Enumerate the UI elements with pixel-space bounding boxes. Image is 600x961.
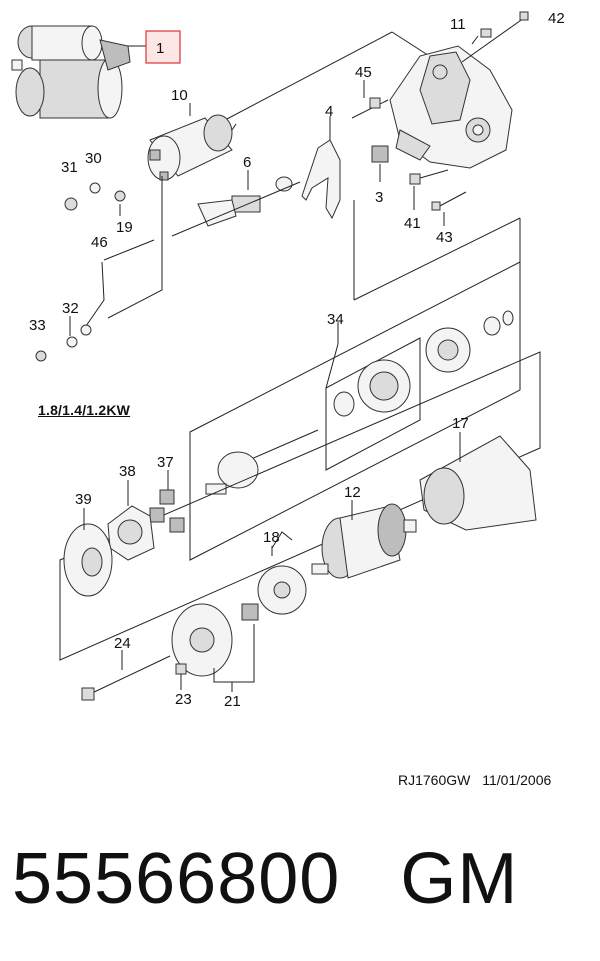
plunger-6 <box>171 176 301 237</box>
callout-42: 42 <box>548 10 565 27</box>
callout-6: 6 <box>243 154 251 171</box>
planetary-box <box>59 351 541 661</box>
callout-10: 10 <box>171 87 188 104</box>
callout-37: 37 <box>157 454 174 471</box>
callout-31: 31 <box>61 159 78 176</box>
planet-gears-37 <box>149 489 185 533</box>
part-number-caption: 55566800 GM <box>12 838 518 920</box>
yoke-17 <box>419 435 537 531</box>
callout-19: 19 <box>116 219 133 236</box>
commutator-end-frame-21 <box>171 603 259 683</box>
bolts-41-43 <box>409 169 467 211</box>
solenoid-10 <box>147 114 237 181</box>
callout-41: 41 <box>404 215 421 232</box>
nut-washer-group <box>64 182 126 211</box>
screw-23 <box>175 663 187 686</box>
armature-12 <box>311 503 417 579</box>
callout-box-1: 1 <box>128 30 181 64</box>
brush-holder-18 <box>257 531 307 615</box>
drive-end-housing <box>389 45 513 169</box>
ring-gear-38 <box>107 505 155 561</box>
callout-21: 21 <box>224 693 241 710</box>
bolt-45 <box>351 97 389 119</box>
callout-17: 17 <box>452 415 469 432</box>
callout-46: 46 <box>91 234 108 251</box>
lever-4 <box>301 139 341 220</box>
starter-thumbnail <box>11 25 131 119</box>
callout-45: 45 <box>355 64 372 81</box>
diagram-reference: RJ1760GW 11/01/2006 <box>398 772 559 788</box>
pinion-3 <box>371 145 389 163</box>
callout-33: 33 <box>29 317 46 334</box>
callout-32: 32 <box>62 300 79 317</box>
callout-23: 23 <box>175 691 192 708</box>
part-number: 55566800 <box>12 839 341 919</box>
callout-30: 30 <box>85 150 102 167</box>
callout-3: 3 <box>375 189 383 206</box>
cable-46 <box>35 176 163 362</box>
cover-plate-39 <box>63 523 113 597</box>
bolt-42 <box>461 11 529 63</box>
callout-34: 34 <box>327 311 344 328</box>
drive-assembly-box-34 <box>189 200 521 561</box>
callout-43: 43 <box>436 229 453 246</box>
screw-11 <box>471 28 492 45</box>
callout-18: 18 <box>263 529 280 546</box>
reference-date: 11/01/2006 <box>482 772 552 788</box>
power-variant-label: 1.8/1.4/1.2KW <box>38 402 131 418</box>
callout-4: 4 <box>325 103 333 120</box>
through-bolt-24 <box>81 655 171 701</box>
reference-code: RJ1760GW <box>398 772 471 788</box>
callout-11: 11 <box>450 16 466 33</box>
callout-39: 39 <box>75 491 92 508</box>
leader-lines <box>69 80 461 692</box>
callout-38: 38 <box>119 463 136 480</box>
brand-name: GM <box>400 839 519 919</box>
callout-box-label: 1 <box>156 40 164 57</box>
callout-12: 12 <box>344 484 361 501</box>
callout-numbers: 11 42 45 10 4 31 30 6 3 19 41 43 46 33 3… <box>29 10 565 710</box>
callout-24: 24 <box>114 635 131 652</box>
